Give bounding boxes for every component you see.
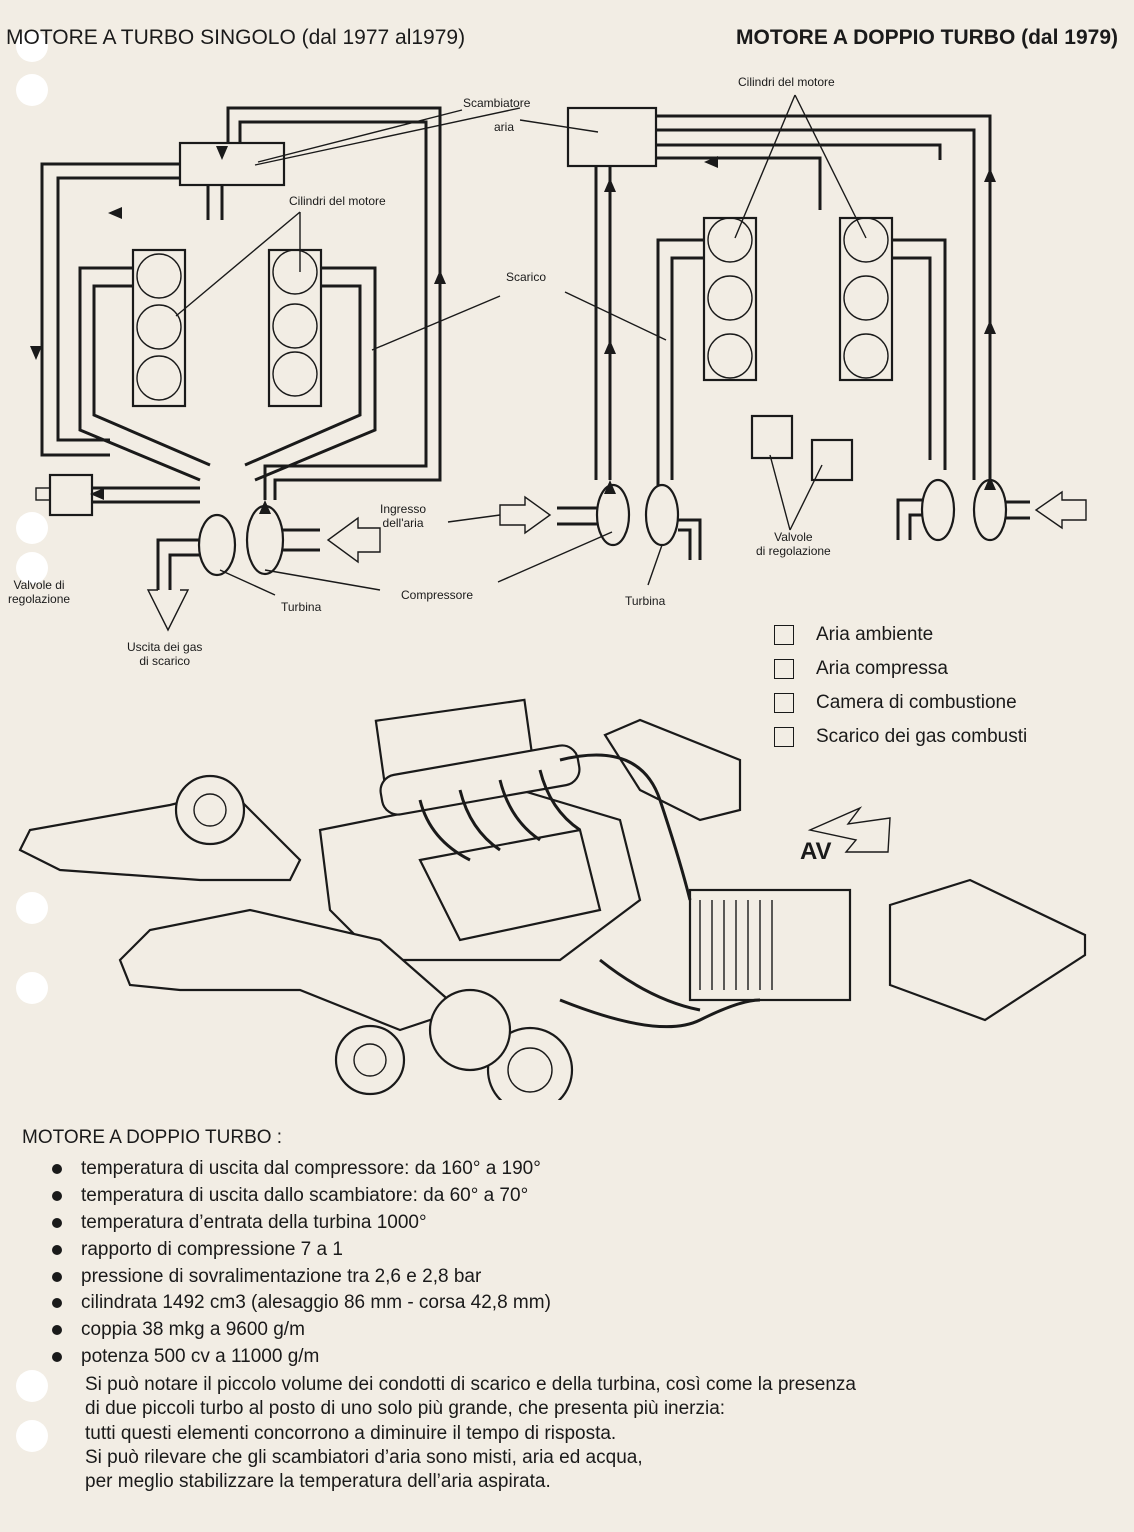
label-valvole-twin: Valvole di regolazione xyxy=(756,530,831,558)
spec-text: cilindrata 1492 cm3 (alesaggio 86 mm - c… xyxy=(81,1292,551,1314)
compressor-single xyxy=(245,504,285,576)
turbo-twin-right-a xyxy=(920,478,956,542)
cylinder-bank-left xyxy=(131,248,187,408)
binder-hole xyxy=(16,552,48,584)
label-compressore: Compressore xyxy=(401,588,474,602)
label-cilindri-single: Cilindri del motore xyxy=(289,194,386,208)
spec-text: temperatura di uscita dal compressore: d… xyxy=(81,1158,541,1180)
bullet-icon xyxy=(52,1217,62,1228)
single-turbo-title: MOTORE A TURBO SINGOLO (dal 1977 al1979) xyxy=(6,26,466,49)
turbine-single xyxy=(197,513,237,577)
turbo-twin-left-a xyxy=(595,483,631,547)
legend-item: Aria ambiente xyxy=(774,618,1027,652)
label-ingresso-line2: dell'aria xyxy=(382,516,424,530)
exhaust-out-arrow xyxy=(146,589,190,632)
legend-item: Aria compressa xyxy=(774,652,1027,686)
label-aria: aria xyxy=(494,120,515,134)
label-cilindri-twin: Cilindri del motore xyxy=(738,75,835,89)
label-valvole-line2: regolazione xyxy=(8,592,71,606)
legend-item: Camera di combustione xyxy=(774,686,1027,720)
single-turbo-diagram xyxy=(30,106,521,632)
spec-item: potenza 500 cv a 11000 g/m xyxy=(52,1344,551,1371)
spec-text: potenza 500 cv a 11000 g/m xyxy=(81,1345,320,1367)
label-valvole-twin-line2: di regolazione xyxy=(756,544,831,558)
spec-text: temperatura d’entrata della turbina 1000… xyxy=(81,1211,427,1233)
av-label: AV xyxy=(800,838,832,865)
legend-swatch xyxy=(774,693,794,713)
turbo-twin-left-b xyxy=(644,483,680,547)
air-exchanger-box xyxy=(178,141,286,187)
label-valvole-line1: Valvole di xyxy=(13,578,65,592)
engine-illustration xyxy=(18,698,1087,1100)
binder-hole xyxy=(16,74,48,106)
legend: Aria ambiente Aria compressa Camera di c… xyxy=(774,618,1027,754)
spec-text: coppia 38 mkg a 9600 g/m xyxy=(81,1319,305,1341)
spec-item: coppia 38 mkg a 9600 g/m xyxy=(52,1317,551,1344)
label-uscita-line1: Uscita dei gas xyxy=(127,640,203,654)
label-scambiatore: Scambiatore xyxy=(463,96,531,110)
label-uscita-line2: di scarico xyxy=(139,654,191,668)
air-in-arrow xyxy=(326,516,381,564)
spec-text: pressione di sovralimentazione tra 2,6 e… xyxy=(81,1265,482,1287)
bullet-icon xyxy=(52,1351,62,1362)
twin-turbo-diagram xyxy=(447,94,1087,586)
binder-hole xyxy=(16,30,48,62)
wastegate-valve-twin-1 xyxy=(750,414,794,460)
wastegate-valve-left xyxy=(48,473,94,517)
twin-turbo-title: MOTORE A DOPPIO TURBO (dal 1979) xyxy=(736,26,1118,49)
spec-text: temperatura di uscita dallo scambiatore:… xyxy=(81,1185,529,1207)
binder-hole xyxy=(16,972,48,1004)
description-paragraph: Si può notare il piccolo volume dei cond… xyxy=(85,1373,856,1494)
paragraph-line: di due piccoli turbo al posto di uno sol… xyxy=(85,1398,726,1420)
bullet-icon xyxy=(52,1271,62,1282)
av-direction-arrow xyxy=(807,806,891,853)
binder-hole xyxy=(16,512,48,544)
air-in-arrow-twin-right xyxy=(1034,490,1087,530)
spec-item: temperatura d’entrata della turbina 1000… xyxy=(52,1210,551,1237)
spec-item: pressione di sovralimentazione tra 2,6 e… xyxy=(52,1263,551,1290)
legend-item: Scarico dei gas combusti xyxy=(774,720,1027,754)
label-valvole-twin-line1: Valvole xyxy=(774,530,813,544)
cylinder-bank-twin-left xyxy=(702,216,758,382)
bullet-icon xyxy=(52,1164,62,1175)
bullet-icon xyxy=(52,1191,62,1202)
spec-item: cilindrata 1492 cm3 (alesaggio 86 mm - c… xyxy=(52,1290,551,1317)
label-valvole-single: Valvole di regolazione xyxy=(8,578,70,606)
cylinder-bank-twin-right xyxy=(838,216,894,382)
legend-label: Aria ambiente xyxy=(816,624,934,645)
label-turbina-single: Turbina xyxy=(281,600,322,614)
paragraph-line: tutti questi elementi concorrono a dimin… xyxy=(85,1422,617,1444)
label-turbina-twin: Turbina xyxy=(625,594,666,608)
specs-title: MOTORE A DOPPIO TURBO : xyxy=(22,1127,283,1148)
label-uscita: Uscita dei gas di scarico xyxy=(127,640,202,668)
label-ingresso-line1: Ingresso xyxy=(380,502,427,516)
spec-item: rapporto di compressione 7 a 1 xyxy=(52,1236,551,1263)
spec-text: rapporto di compressione 7 a 1 xyxy=(81,1238,343,1260)
paragraph-line: Si può notare il piccolo volume dei cond… xyxy=(85,1374,856,1395)
legend-label: Aria compressa xyxy=(816,658,948,679)
schematic-diagrams xyxy=(18,94,1087,1100)
cylinder-bank-right xyxy=(267,248,323,408)
legend-swatch xyxy=(774,625,794,645)
specs-list: temperatura di uscita dal compressore: d… xyxy=(52,1156,551,1370)
legend-swatch xyxy=(774,659,794,679)
label-ingresso: Ingresso dell'aria xyxy=(380,502,426,530)
binder-hole xyxy=(16,1370,48,1402)
legend-label: Camera di combustione xyxy=(816,692,1017,713)
legend-label: Scarico dei gas combusti xyxy=(816,726,1028,747)
paragraph-line: per meglio stabilizzare la temperatura d… xyxy=(85,1471,551,1493)
bullet-icon xyxy=(52,1298,62,1309)
air-exchanger-box-twin xyxy=(566,106,658,168)
binder-hole xyxy=(16,1420,48,1452)
label-scarico: Scarico xyxy=(506,270,547,284)
spec-item: temperatura di uscita dallo scambiatore:… xyxy=(52,1183,551,1210)
spec-item: temperatura di uscita dal compressore: d… xyxy=(52,1156,551,1183)
paragraph-line: Si può rilevare che gli scambiatori d’ar… xyxy=(85,1446,643,1468)
bullet-icon xyxy=(52,1325,62,1336)
legend-swatch xyxy=(774,727,794,747)
air-in-arrow-twin-left xyxy=(499,495,552,535)
bullet-icon xyxy=(52,1244,62,1255)
binder-hole xyxy=(16,892,48,924)
